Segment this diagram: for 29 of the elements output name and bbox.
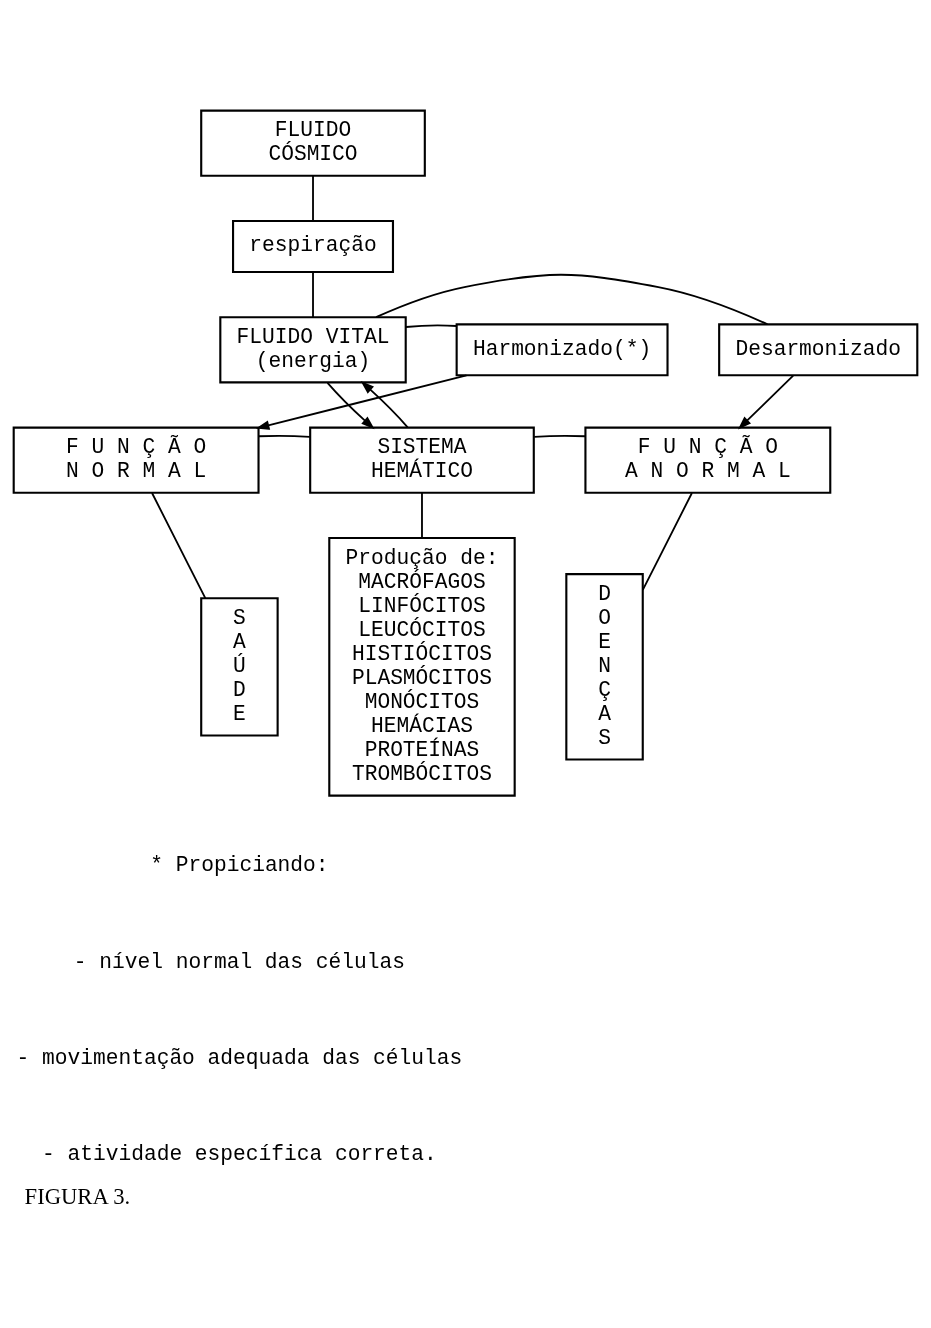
arrow bbox=[255, 374, 468, 430]
label: * Propiciando: bbox=[150, 853, 329, 878]
node-box: Harmonizado(*) bbox=[455, 323, 669, 377]
connector bbox=[405, 324, 458, 328]
connector bbox=[258, 434, 311, 438]
caption: FIGURA 3. bbox=[24, 1184, 131, 1210]
node-box: SAÚDE bbox=[200, 597, 279, 737]
connector bbox=[641, 492, 693, 591]
node-box: DOENÇAS bbox=[565, 573, 644, 761]
connector bbox=[312, 271, 314, 318]
node-box: F U N Ç Ã O A N O R M A L bbox=[584, 426, 832, 494]
connector bbox=[151, 492, 207, 600]
node-box: SISTEMA HEMÁTICO bbox=[309, 426, 535, 494]
label: - atividade específica correta. bbox=[42, 1142, 437, 1167]
node-box: FLUIDO VITAL (energia) bbox=[219, 316, 407, 384]
arrow bbox=[737, 374, 795, 430]
arrow bbox=[360, 381, 409, 429]
connector bbox=[533, 434, 586, 438]
node-box: FLUIDO CÓSMICO bbox=[200, 109, 426, 177]
label: - movimentação adequada das células bbox=[16, 1045, 463, 1070]
node-box: respiração bbox=[232, 220, 395, 274]
arrow bbox=[326, 382, 375, 430]
node-box: Desarmonizado bbox=[718, 323, 919, 377]
connector bbox=[421, 492, 423, 539]
node-box: F U N Ç Ã O N O R M A L bbox=[12, 426, 260, 494]
node-box: Produção de: MACRÓFAGOS LINFÓCITOS LEUCÓCITOS HISTIÓCITOS PLASMÓCITOS MONÓCITOS HEMÁCIAS PROTEÍNAS TROMBÓCITOS bbox=[328, 537, 516, 797]
connector bbox=[375, 273, 769, 326]
connector bbox=[312, 174, 314, 222]
label: - nível normal das células bbox=[73, 949, 405, 974]
